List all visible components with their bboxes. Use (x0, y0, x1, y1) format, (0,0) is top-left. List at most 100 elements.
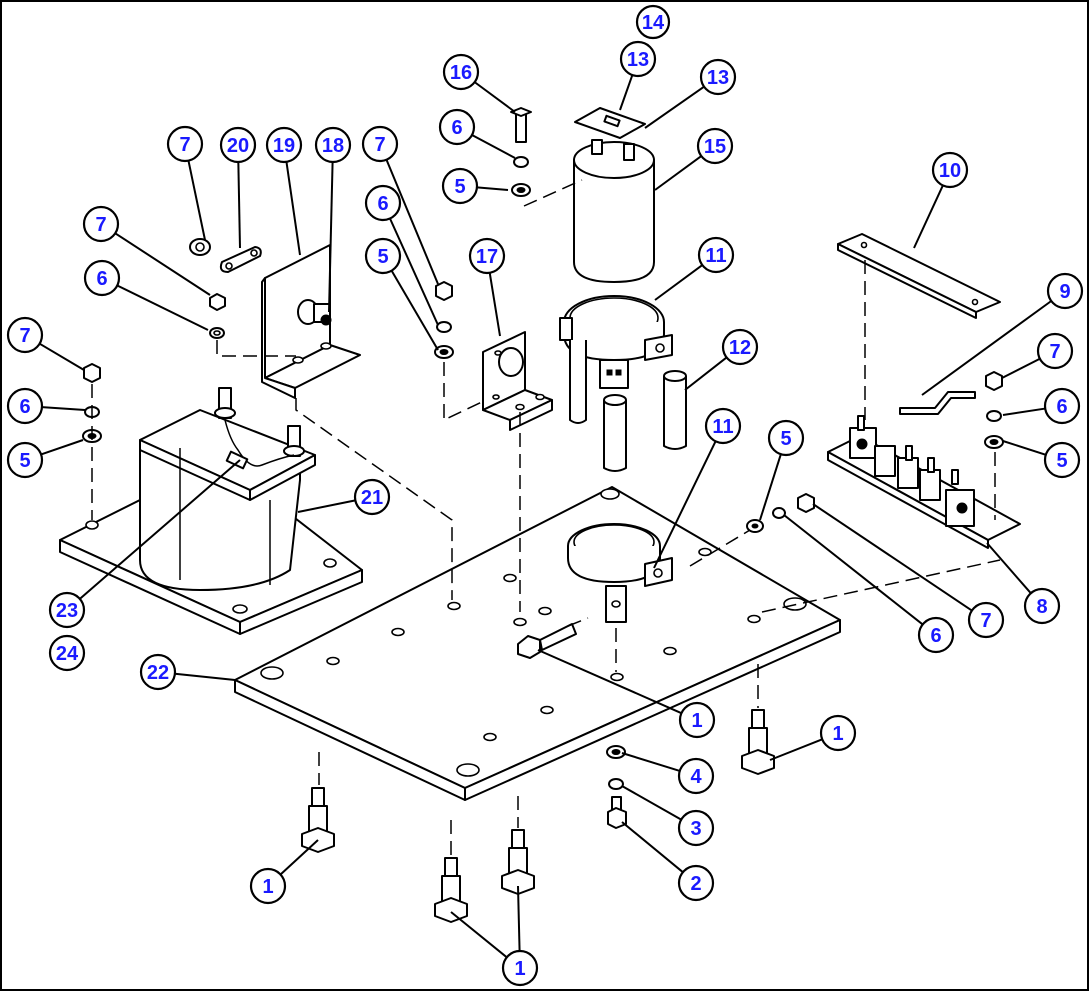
callout-label: 7 (179, 134, 190, 156)
callout-7[interactable]: 7 (6, 316, 44, 354)
callout-circle (361, 125, 399, 163)
leader-line (450, 911, 508, 959)
callout-label: 7 (95, 214, 106, 236)
callout-1[interactable]: 1 (249, 867, 287, 905)
leader-line (390, 270, 439, 351)
callout-5[interactable]: 5 (441, 167, 479, 205)
callout-5[interactable]: 5 (364, 237, 402, 275)
callout-label: 16 (450, 62, 472, 84)
callout-circle (619, 40, 657, 78)
callout-7[interactable]: 7 (82, 205, 120, 243)
callout-6[interactable]: 6 (1043, 387, 1081, 425)
callout-circle (1036, 332, 1074, 370)
callout-1[interactable]: 1 (819, 714, 857, 752)
callout-circle (1023, 587, 1061, 625)
assembly-lines (91, 179, 1001, 856)
callout-15[interactable]: 15 (696, 127, 734, 165)
callout-18[interactable]: 18 (314, 126, 352, 164)
callout-label: 14 (642, 12, 665, 34)
callout-12[interactable]: 12 (721, 328, 759, 366)
jumper-bar (899, 391, 976, 415)
callout-6[interactable]: 6 (83, 259, 121, 297)
callout-7[interactable]: 7 (967, 601, 1005, 639)
leader-line (297, 499, 356, 513)
callout-circle (697, 236, 735, 274)
leader-line (488, 272, 501, 337)
leader-line (116, 284, 209, 331)
callout-circle (48, 591, 86, 629)
callout-label: 7 (980, 610, 991, 632)
callout-13[interactable]: 13 (699, 58, 737, 96)
callout-20[interactable]: 20 (219, 126, 257, 164)
callout-3[interactable]: 3 (677, 809, 715, 847)
callout-circle (314, 126, 352, 164)
callout-4[interactable]: 4 (677, 757, 715, 795)
clamp-bolt (517, 623, 577, 659)
callout-1[interactable]: 1 (678, 701, 716, 739)
callout-6[interactable]: 6 (6, 387, 44, 425)
callout-7[interactable]: 7 (361, 125, 399, 163)
callout-5[interactable]: 5 (6, 441, 44, 479)
callout-label: 12 (729, 337, 751, 359)
leader-line (40, 439, 84, 456)
callout-label: 3 (690, 818, 701, 840)
callout-8[interactable]: 8 (1023, 587, 1061, 625)
callout-19[interactable]: 19 (265, 126, 303, 164)
callout-11[interactable]: 11 (697, 236, 735, 274)
callout-7[interactable]: 7 (166, 125, 204, 163)
callout-1[interactable]: 1 (501, 949, 539, 987)
callout-5[interactable]: 5 (767, 419, 805, 457)
callout-22[interactable]: 22 (139, 653, 177, 691)
upper-clamp (559, 295, 673, 389)
callout-24[interactable]: 24 (48, 634, 86, 672)
callout-14[interactable]: 14 (635, 4, 671, 40)
callout-2[interactable]: 2 (677, 864, 715, 902)
callout-circle (438, 108, 476, 146)
callout-label: 23 (56, 600, 78, 622)
leader-line (279, 839, 319, 876)
callout-circle (442, 53, 480, 91)
callout-circle (6, 316, 44, 354)
callout-label: 8 (1036, 596, 1047, 618)
callout-label: 11 (705, 245, 726, 267)
callout-label: 6 (377, 193, 388, 215)
callout-circle (704, 407, 742, 445)
leader-line (621, 821, 684, 873)
callout-circle (967, 601, 1005, 639)
callout-17[interactable]: 17 (468, 237, 506, 275)
callout-5[interactable]: 5 (1043, 441, 1081, 479)
hardware-left-stack (82, 363, 102, 443)
leader-line (759, 453, 782, 521)
callout-16[interactable]: 16 (442, 53, 480, 91)
callout-21[interactable]: 21 (353, 478, 391, 516)
callout-label: 24 (56, 643, 79, 665)
base-plate (234, 486, 841, 801)
terminal-blocks (849, 415, 975, 527)
leader-line (474, 81, 516, 113)
callout-label: 11 (712, 416, 733, 438)
callout-6[interactable]: 6 (364, 184, 402, 222)
callout-circle (265, 126, 303, 164)
leader-line (328, 161, 334, 313)
leader-line (1002, 407, 1046, 416)
leader-line (41, 406, 86, 411)
callout-6[interactable]: 6 (917, 616, 955, 654)
callout-circle (364, 237, 402, 275)
callout-circle (83, 259, 121, 297)
callout-label: 13 (627, 49, 649, 71)
callout-circle (6, 387, 44, 425)
callout-10[interactable]: 10 (931, 151, 969, 189)
callout-23[interactable]: 23 (48, 591, 86, 629)
leader-line (783, 514, 924, 626)
leader-line (537, 649, 682, 715)
callout-13[interactable]: 13 (619, 40, 657, 78)
lower-clamp (567, 523, 673, 623)
callout-6[interactable]: 6 (438, 108, 476, 146)
callout-9[interactable]: 9 (1046, 272, 1084, 310)
callout-label: 22 (147, 662, 169, 684)
switch-bracket (261, 244, 361, 399)
callout-11[interactable]: 11 (704, 407, 742, 445)
callout-7[interactable]: 7 (1036, 332, 1074, 370)
leader-line (517, 885, 521, 952)
